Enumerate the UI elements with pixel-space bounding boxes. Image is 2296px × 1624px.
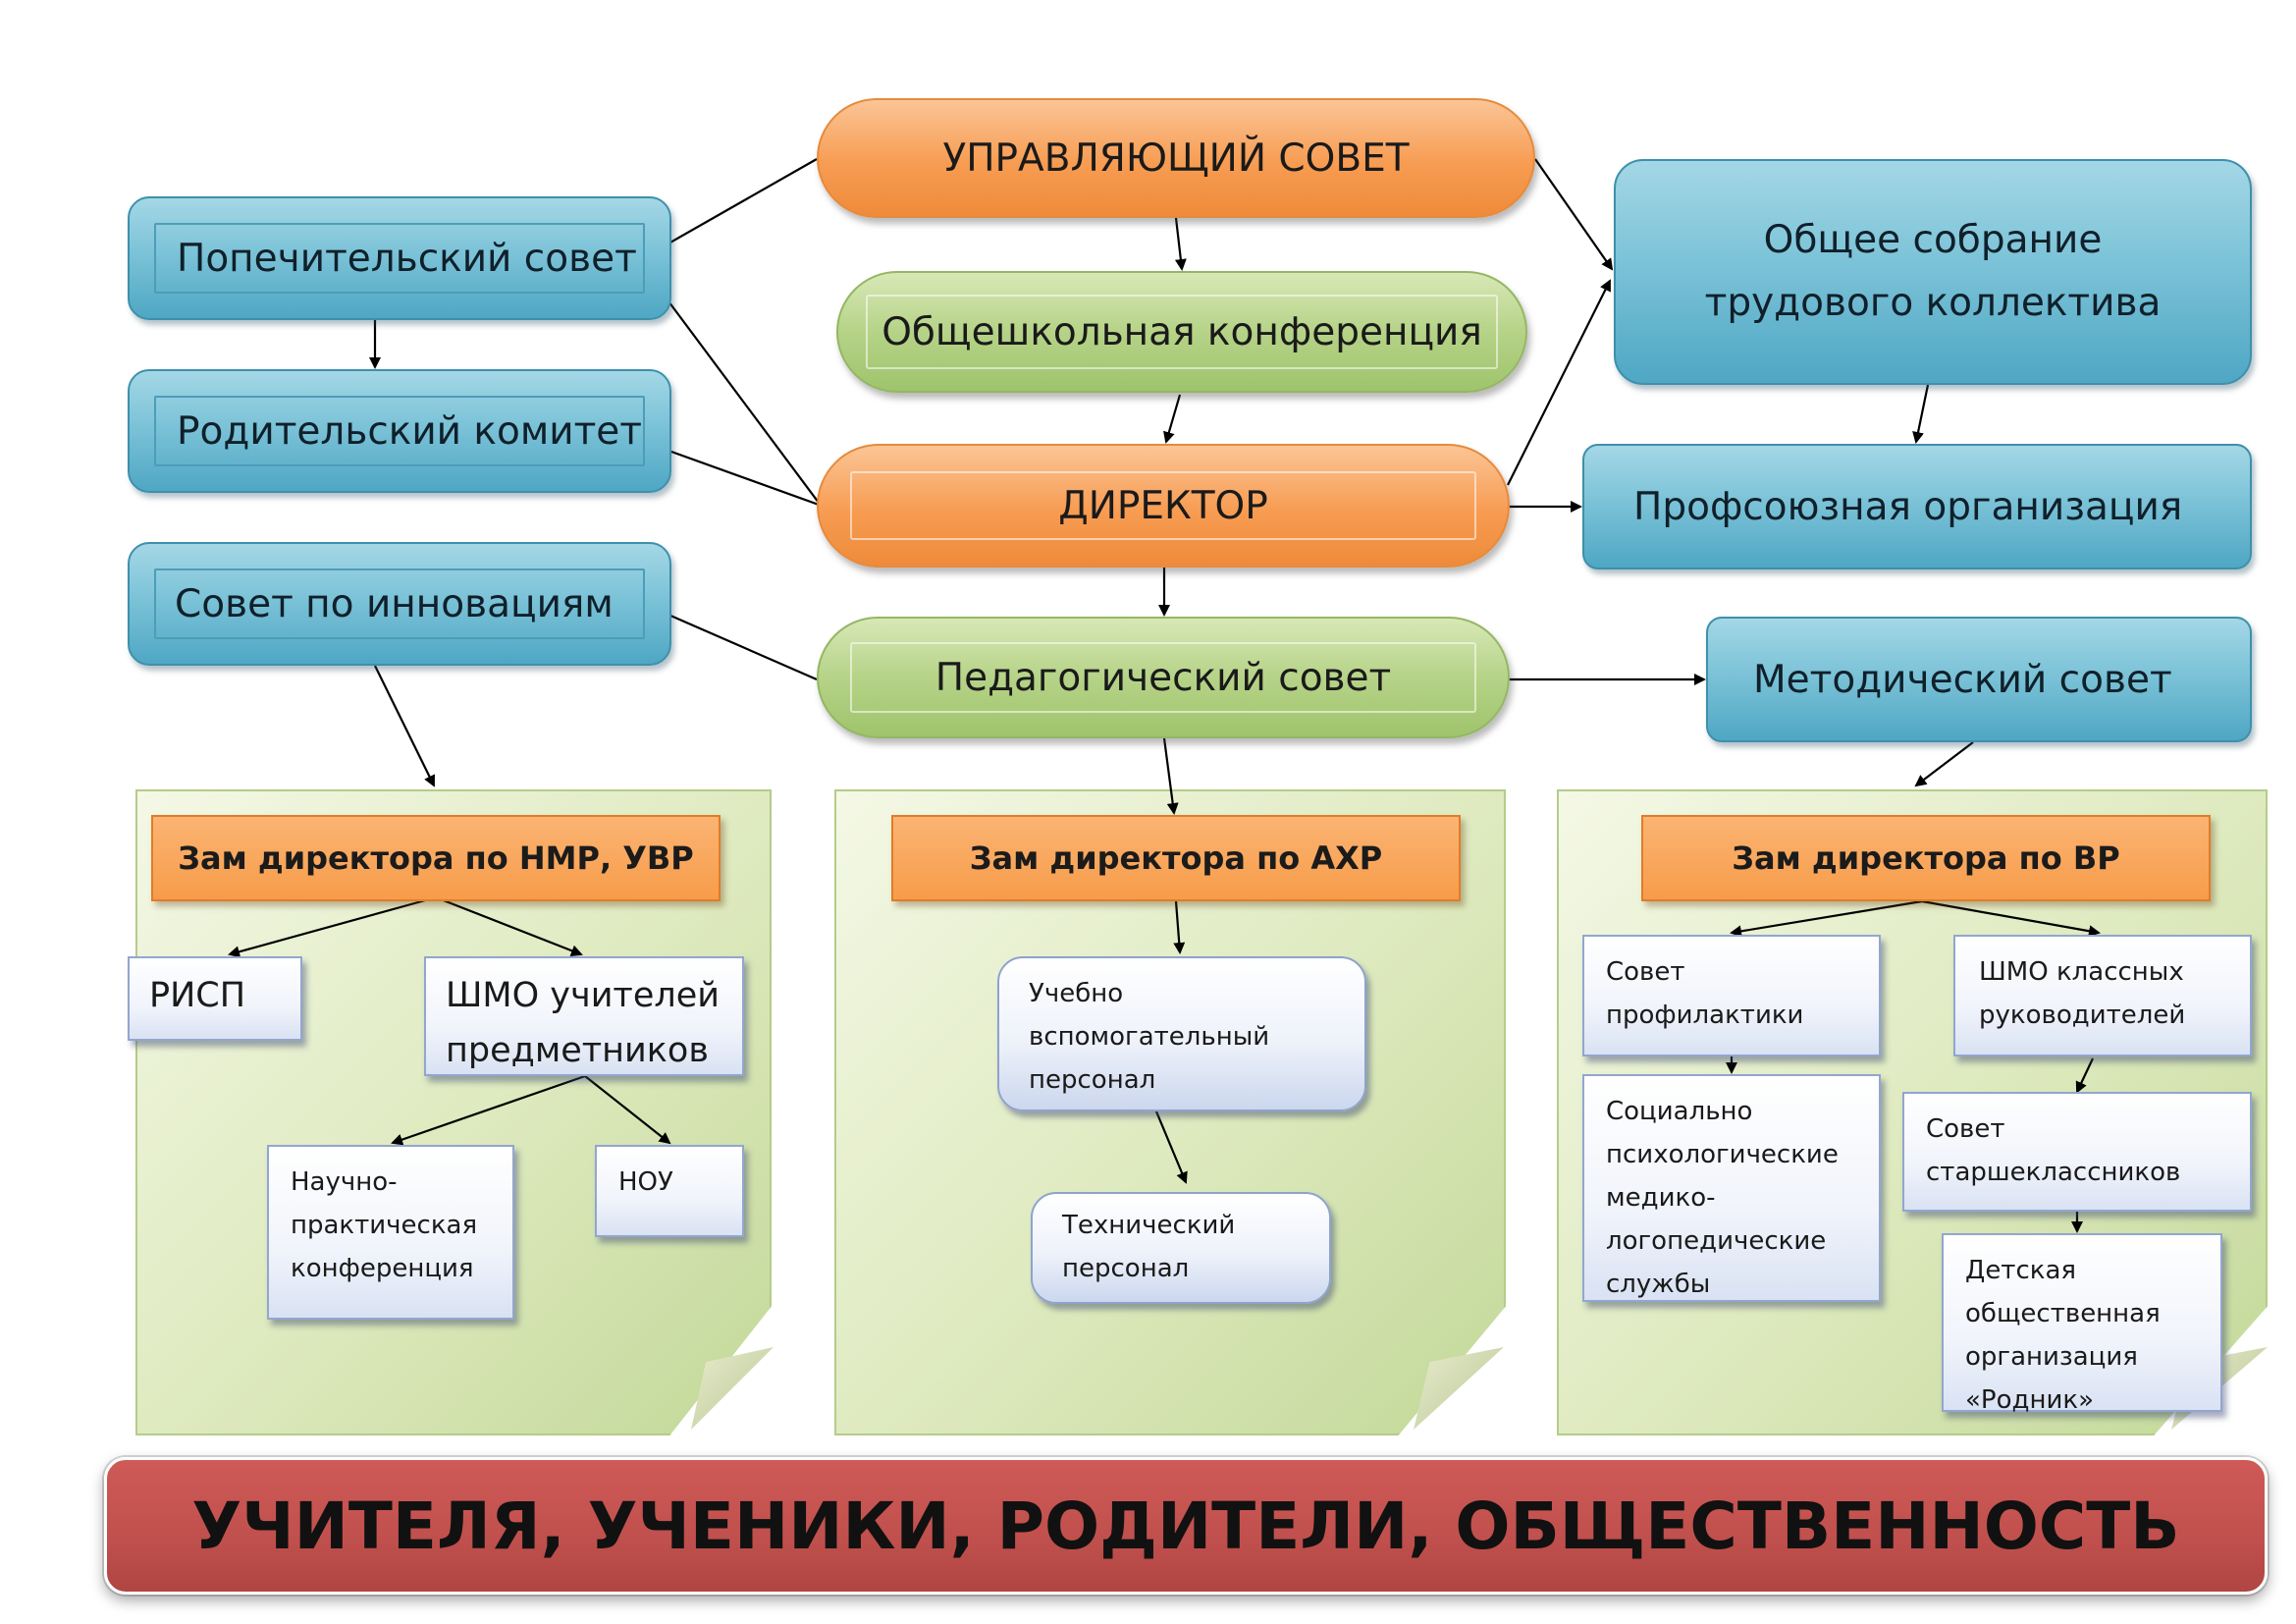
tech-staff-label: Технический персонал (1062, 1211, 1236, 1283)
director-label: ДИРЕКТОР (1058, 483, 1268, 528)
support-staff-box: Учебно вспомогательный персонал (997, 956, 1366, 1111)
bottom-banner: УЧИТЕЛЯ, УЧЕНИКИ, РОДИТЕЛИ, ОБЩЕСТВЕННОС… (104, 1457, 2268, 1595)
arrow-governing-to-general-meeting (1534, 158, 1614, 271)
innovation-council: Совет по инновациям (128, 542, 671, 666)
prevention-box: Совет профилактики (1582, 935, 1881, 1056)
arrow-methodical-to-vr (1914, 741, 1974, 787)
methodical-council: Методический совет (1706, 617, 2252, 742)
arrow-general-to-trade-union (1912, 384, 1930, 444)
risp-box: РИСП (128, 956, 302, 1041)
parent-committee-label: Родительский комитет (177, 408, 643, 454)
senior-council-box: Совет старшеклассников (1902, 1092, 2252, 1212)
general-meeting: Общее собрание трудового коллектива (1614, 159, 2252, 385)
nou-box: НОУ (595, 1145, 744, 1237)
arrow-governing-to-conference (1174, 217, 1187, 271)
arrow-director-to-trustees (644, 269, 820, 504)
arrow-support-to-tech (1154, 1110, 1188, 1184)
risp-label: РИСП (149, 976, 246, 1015)
ahr-header: Зам директора по АХР (891, 815, 1461, 901)
class-teachers-box: ШМО классных руководителей (1953, 935, 2252, 1056)
pedagogical-council-label: Педагогический совет (934, 655, 1392, 700)
general-meeting-label: Общее собрание трудового коллектива (1704, 218, 2162, 325)
nmr-header: Зам директора по НМР, УВР (151, 815, 721, 901)
arrow-vr-to-class-teachers (1921, 899, 2101, 938)
director: ДИРЕКТОР (817, 444, 1510, 568)
vr-header: Зам директора по ВР (1641, 815, 2211, 901)
arrow-shmo-to-nou (584, 1075, 671, 1145)
methodical-council-label: Методический совет (1753, 657, 2172, 702)
shmo-teachers-label: ШМО учителей предметников (446, 976, 721, 1070)
school-conference: Общешкольная конференция (836, 271, 1527, 393)
ahr-header-label: Зам директора по АХР (969, 839, 1383, 877)
governing-council-label: УПРАВЛЯЮЩИЙ СОВЕТ (942, 135, 1410, 181)
governing-council: УПРАВЛЯЮЩИЙ СОВЕТ (817, 98, 1535, 218)
nou-label: НОУ (618, 1167, 673, 1197)
rodnik-box: Детская общественная организация «Родник… (1942, 1233, 2222, 1415)
senior-council-label: Совет старшеклассников (1926, 1114, 2181, 1187)
school-conference-label: Общешкольная конференция (881, 309, 1482, 354)
support-staff-label: Учебно вспомогательный персонал (1029, 979, 1270, 1095)
arrow-pedagogical-to-ahr (1162, 737, 1179, 815)
rodnik-label: Детская общественная организация «Родник… (1965, 1256, 2161, 1415)
conference-box: Научно-практическая конференция (267, 1145, 514, 1320)
arrow-nmr-to-shmo (435, 895, 583, 956)
nmr-header-label: Зам директора по НМР, УВР (178, 839, 694, 877)
innovation-council-label: Совет по инновациям (175, 581, 614, 626)
bottom-banner-label: УЧИТЕЛЯ, УЧЕНИКИ, РОДИТЕЛИ, ОБЩЕСТВЕННОС… (191, 1488, 2180, 1564)
arrow-director-to-general-meeting (1507, 279, 1611, 486)
arrow-innovation-to-nmr (374, 665, 435, 787)
arrow-class-teachers-to-senior (2075, 1057, 2094, 1094)
prevention-label: Совет профилактики (1606, 957, 1804, 1030)
social-services-box: Социально психологические медико-логопед… (1582, 1074, 1881, 1302)
arrow-pedagogical-to-innovation (644, 603, 818, 681)
tech-staff-box: Технический персонал (1031, 1192, 1331, 1304)
trade-union: Профсоюзная организация (1582, 444, 2252, 569)
vr-header-label: Зам директора по ВР (1732, 839, 2120, 877)
shmo-teachers-box: ШМО учителей предметников (424, 956, 744, 1076)
arrow-conference-to-director (1163, 394, 1182, 444)
pedagogical-council: Педагогический совет (817, 617, 1510, 738)
arrow-ahr-to-support (1173, 900, 1186, 954)
board-of-trustees: Попечительский совет (128, 196, 671, 320)
social-services-label: Социально психологические медико-логопед… (1606, 1097, 1839, 1299)
arrow-nmr-to-risp (228, 895, 437, 958)
class-teachers-label: ШМО классных руководителей (1979, 957, 2186, 1030)
trade-union-label: Профсоюзная организация (1633, 484, 2183, 529)
arrow-governing-to-trustees (646, 158, 818, 256)
conference-label: Научно-практическая конференция (291, 1167, 478, 1283)
parent-committee: Родительский комитет (128, 369, 671, 493)
arrow-vr-to-prevention (1730, 899, 1923, 938)
arrow-shmo-to-conference (391, 1074, 586, 1146)
board-of-trustees-label: Попечительский совет (177, 236, 637, 281)
